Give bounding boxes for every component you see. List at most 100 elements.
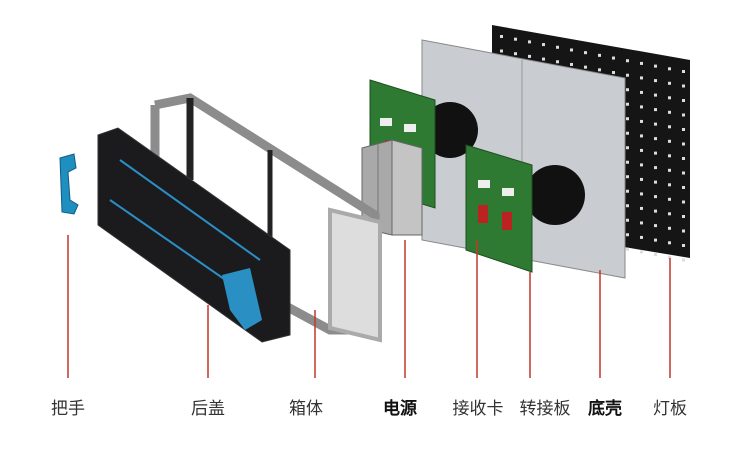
led-dot — [654, 209, 657, 213]
led-dot — [682, 186, 685, 189]
led-dot — [668, 96, 671, 100]
led-dot — [654, 180, 657, 184]
led-dot — [612, 56, 615, 60]
led-dot — [668, 168, 671, 172]
led-dot — [626, 88, 629, 92]
power-supply-part — [361, 139, 423, 236]
led-dot — [528, 54, 531, 58]
led-dot — [626, 175, 629, 179]
led-dot — [556, 60, 559, 64]
led-dot — [626, 146, 629, 150]
label-adapter-board: 转接板 — [519, 399, 571, 419]
led-dot — [640, 105, 643, 109]
led-dot — [584, 51, 587, 55]
led-dot — [542, 57, 545, 61]
led-dot — [514, 52, 517, 56]
back-cover-part — [97, 127, 291, 343]
led-dot — [626, 218, 629, 222]
led-dot — [654, 195, 657, 199]
led-dot — [682, 171, 685, 175]
led-dot — [528, 40, 531, 44]
led-dot — [626, 73, 629, 77]
led-dot — [668, 125, 671, 129]
led-dot — [626, 117, 629, 121]
led-dot — [668, 226, 671, 230]
led-dot — [640, 134, 643, 138]
led-dot — [668, 67, 671, 71]
led-dot — [682, 200, 685, 204]
led-dot — [514, 37, 517, 41]
led-dot — [640, 90, 643, 94]
led-dot — [556, 45, 559, 49]
led-dot — [640, 148, 643, 152]
led-dot — [682, 215, 685, 218]
led-dot — [626, 247, 629, 251]
led-dot — [668, 197, 671, 201]
led-dot — [626, 204, 629, 208]
label-cabinet: 箱体 — [289, 399, 323, 419]
led-dot — [640, 76, 643, 80]
led-dot — [654, 238, 657, 242]
led-dot — [570, 62, 573, 66]
led-dot — [668, 110, 671, 114]
led-dot — [668, 241, 671, 245]
led-dot — [682, 258, 685, 262]
label-receiving-card: 接收卡 — [452, 399, 504, 419]
led-dot — [626, 189, 629, 193]
led-dot — [626, 102, 629, 106]
led-dot — [682, 99, 685, 102]
led-dot — [640, 235, 643, 239]
adapter-board-part — [465, 144, 533, 273]
led-dot — [654, 253, 657, 257]
led-dot — [682, 157, 685, 160]
led-dot — [598, 53, 601, 57]
led-dot — [612, 71, 615, 75]
led-dot — [640, 221, 643, 225]
handle-part — [59, 153, 79, 215]
led-dot — [626, 59, 629, 63]
led-dot — [654, 79, 657, 83]
led-dot — [654, 224, 657, 228]
led-dot — [640, 61, 643, 65]
label-bottom-shell: 底壳 — [588, 399, 622, 419]
led-dot — [626, 131, 629, 135]
leader-lines — [67, 235, 671, 378]
led-dot — [654, 166, 657, 170]
led-dot — [682, 84, 685, 88]
led-dot — [570, 48, 573, 52]
led-dot — [668, 183, 671, 187]
led-dot — [640, 192, 643, 196]
led-dot — [654, 122, 657, 126]
led-dot — [542, 43, 545, 47]
led-dot — [654, 64, 657, 68]
led-dot — [626, 233, 629, 237]
led-dot — [668, 81, 671, 85]
led-dot — [682, 70, 685, 73]
led-dot — [640, 177, 643, 181]
label-handle: 把手 — [51, 399, 85, 419]
led-dot — [640, 206, 643, 210]
led-dot — [654, 108, 657, 112]
led-dot — [598, 68, 601, 72]
led-dot — [668, 255, 671, 259]
led-dot — [654, 137, 657, 141]
led-dot — [584, 65, 587, 69]
label-back-cover: 后盖 — [191, 399, 225, 419]
led-dot — [500, 49, 503, 53]
label-led-module: 灯板 — [653, 399, 687, 419]
label-power-supply: 电源 — [383, 399, 417, 419]
led-dot — [640, 250, 643, 254]
led-dot — [626, 160, 629, 164]
led-dot — [682, 142, 685, 146]
led-dot — [682, 229, 685, 233]
led-dot — [668, 212, 671, 216]
led-dot — [654, 151, 657, 155]
led-dot — [668, 139, 671, 143]
led-dot — [682, 128, 685, 131]
led-dot — [654, 93, 657, 97]
led-dot — [640, 163, 643, 167]
led-dot — [640, 119, 643, 123]
led-dot — [500, 35, 503, 38]
